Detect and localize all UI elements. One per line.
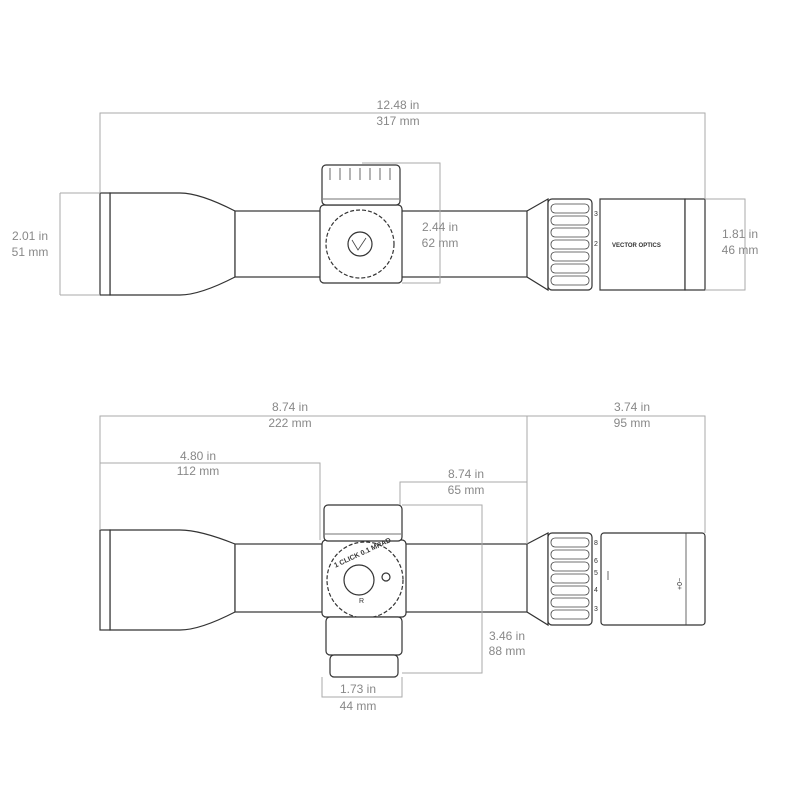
top-view-scope: 3 2 VECTOR OPTICS [99,164,706,296]
windage-direction: R [359,598,364,605]
diopter-mark: +0− [677,578,684,590]
power-ring[interactable] [547,198,593,291]
bottom-turret[interactable] [325,616,403,656]
windage-cap [343,564,375,596]
eyepiece-taper [526,197,549,292]
bottom-turret-lower [329,654,399,678]
mag-mark: 3 [594,606,598,613]
overall-length-mm: 317 mm [376,114,419,128]
mag-mark: 4 [594,587,598,594]
eyepiece-length-mm: 95 mm [614,416,651,430]
objective-bell [109,529,236,631]
brand-text: VECTOR OPTICS [612,243,661,249]
elevation-turret-cap [321,164,401,206]
mag-mark: 2 [594,241,598,248]
zero-dot-icon [381,572,391,582]
eyepiece-diameter-mm: 46 mm [722,243,759,257]
objective-bell [109,192,236,296]
mag-mark: 5 [594,570,598,577]
objective-to-turret-mm: 112 mm [177,464,219,478]
power-ring[interactable] [547,532,593,626]
mag-mark: 8 [594,540,598,547]
objective-to-turret-in: 4.80 in [180,449,216,463]
turret-height-mm: 62 mm [422,236,459,250]
brand-logo-icon [347,231,373,257]
turret-knurling [323,168,399,200]
front-length-in: 8.74 in [272,400,308,414]
objective-rim [99,529,111,631]
turret-to-eyepiece-in: 8.74 in [448,467,484,481]
mag-mark: 3 [594,211,598,218]
logo-v-icon [351,237,367,251]
elevation-turret-cap [323,504,403,542]
side-dimension-lines [99,415,706,698]
turret-width-mm: 44 mm [340,699,377,713]
turret-total-height-mm: 88 mm [489,644,526,658]
turret-to-eyepiece-mm: 65 mm [448,483,485,497]
top-dimension-lines [59,112,746,296]
turret-height-in: 2.44 in [422,220,458,234]
objective-rim [99,192,111,296]
eyepiece-diameter-in: 1.81 in [722,227,758,241]
eyepiece-length-in: 3.74 in [614,400,650,414]
eyepiece-taper [526,532,549,627]
power-ring-grips [550,537,590,620]
front-length-mm: 222 mm [268,416,311,430]
turret-total-height-in: 3.46 in [489,629,525,643]
power-ring-grips [550,203,590,286]
mag-mark: 6 [594,558,598,565]
eyepiece-end-cap [684,198,706,291]
side-view-scope: 1 CLICK 0.1 MRAD R 3 4 5 6 8 +0− [99,504,706,678]
objective-diameter-mm: 51 mm [12,245,49,259]
overall-length-in: 12.48 in [377,98,420,112]
eyepiece-body [600,532,706,626]
objective-diameter-in: 2.01 in [12,229,48,243]
turret-width-in: 1.73 in [340,682,376,696]
eyepiece-body [599,198,686,291]
